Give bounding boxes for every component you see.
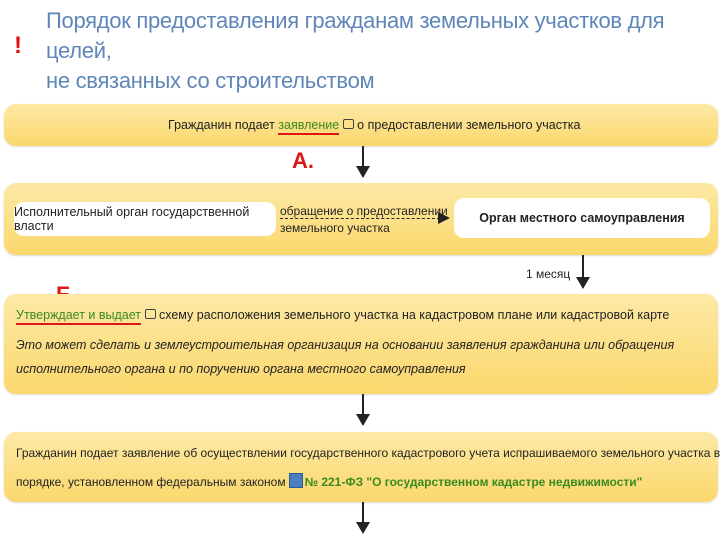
title-line-2: не связанных со строительством [46,68,375,93]
dashed-arrow-right-icon [280,218,440,219]
arrow-head-4 [356,522,370,534]
arrow-down-icon [362,146,364,168]
step-3-after: схему расположения земельного участка на… [159,308,670,322]
document-icon[interactable] [288,473,303,488]
request-text: обращение о предоставлении земельного уч… [280,203,448,237]
title-line-1: Порядок предоставления гражданам земельн… [46,8,665,63]
comment-icon[interactable] [343,119,355,129]
request-line-1: обращение о предоставлении [280,204,448,218]
law-link[interactable]: № 221-ФЗ "О государственном кадастре нед… [304,475,643,489]
step-1-after: о предоставлении земельного участка [357,118,581,132]
dashed-arrow-head [438,212,450,224]
exclamation-mark: ! [14,32,22,59]
arrow-down-icon [362,502,364,524]
step-4-box [4,432,718,502]
executive-authority-label: Исполнительный орган государственной вла… [14,205,250,233]
approves-link[interactable]: Утверждает и выдает [16,308,141,325]
step-1-before: Гражданин подает [168,118,275,132]
duration-label: 1 месяц [526,267,571,281]
statement-link[interactable]: заявление [278,118,340,135]
page-title: Порядок предоставления гражданам земельн… [46,6,716,96]
arrow-head-3 [356,414,370,426]
step-3-text: Утверждает и выдает схему расположения зе… [16,308,670,325]
local-government-pill: Орган местного самоуправления [454,198,710,238]
step-1-text: Гражданин подает заявление о предоставлен… [168,118,581,135]
label-a: А. [292,148,314,173]
step-3-note-2: исполнительного органа и по поручению ор… [16,362,466,376]
arrow-down-icon [362,394,364,416]
request-line-2: земельного участка [280,221,390,235]
executive-authority-pill: Исполнительный орган государственной вла… [14,202,276,236]
arrow-head-1 [356,166,370,178]
step-3-note-1: Это может сделать и землеустроительная о… [16,338,675,352]
step-3-box [4,294,718,394]
local-government-label: Орган местного самоуправления [479,211,685,225]
step-4-before: порядке, установленном федеральным закон… [16,475,286,489]
arrow-down-icon [582,255,584,279]
step-4-line-1: Гражданин подает заявление об осуществле… [16,446,720,460]
comment-icon[interactable] [145,309,156,319]
step-1-box [4,104,718,146]
step-4-line-2: порядке, установленном федеральным закон… [16,471,642,489]
arrow-head-2 [576,277,590,289]
